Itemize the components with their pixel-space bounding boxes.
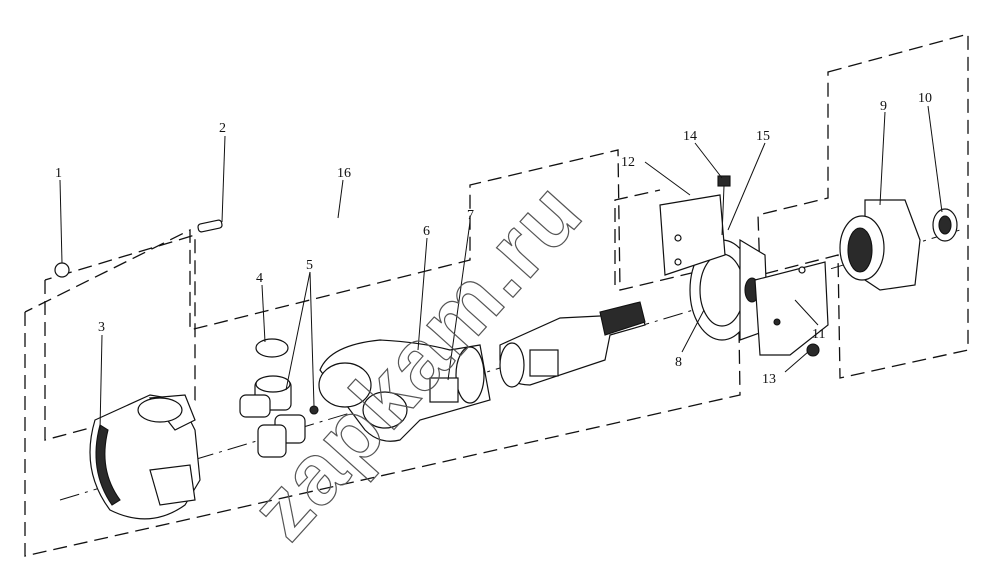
leader-11 (794, 299, 819, 326)
callout-14: 14 (683, 129, 697, 144)
callout-8: 8 (675, 355, 682, 370)
assembly-16-boundary (24, 149, 741, 557)
mounting-bracket-boundary (614, 189, 661, 285)
leader-5a (285, 271, 311, 391)
leader-16 (337, 179, 344, 219)
flange-nut (932, 208, 958, 242)
callout-7: 7 (467, 208, 474, 223)
leader-4 (261, 284, 266, 343)
lower-bracket (754, 261, 829, 356)
slip-yoke (499, 301, 646, 388)
callout-1: 1 (55, 166, 62, 181)
callout-3: 3 (98, 320, 105, 335)
flange-group-boundary (757, 33, 969, 379)
leader-6 (417, 237, 428, 351)
callout-4: 4 (256, 271, 263, 286)
leader-1 (59, 179, 63, 264)
universal-joint-cross (239, 375, 306, 458)
tube-yoke (318, 339, 491, 442)
bolt-14 (717, 175, 731, 236)
leader-2 (221, 135, 226, 223)
callout-12: 12 (621, 155, 635, 170)
callout-15: 15 (756, 129, 770, 144)
yoke-group-boundary (44, 234, 196, 441)
leader-5b (309, 271, 315, 407)
companion-flange (839, 199, 921, 291)
callout-6: 6 (423, 224, 430, 239)
callout-5: 5 (306, 258, 313, 273)
leader-10 (927, 105, 943, 213)
bolt-13 (806, 343, 820, 357)
balance-weight (429, 377, 459, 403)
callout-16: 16 (337, 166, 351, 181)
leader-14 (694, 142, 723, 179)
bolt-2 (197, 219, 223, 233)
leader-12 (644, 161, 691, 196)
leader-8 (681, 309, 705, 353)
snap-ring (255, 338, 289, 358)
leader-13 (784, 351, 809, 373)
callout-9: 9 (880, 99, 887, 114)
nut-1 (54, 262, 70, 278)
upper-bracket (659, 194, 726, 276)
callout-13: 13 (762, 372, 776, 387)
leader-9 (879, 111, 886, 206)
flange-yoke (89, 394, 201, 520)
leader-15 (727, 142, 766, 231)
callout-10: 10 (918, 91, 932, 106)
callout-2: 2 (219, 121, 226, 136)
leader-7 (447, 221, 471, 381)
callout-11: 11 (812, 327, 825, 342)
leader-3 (99, 334, 103, 431)
